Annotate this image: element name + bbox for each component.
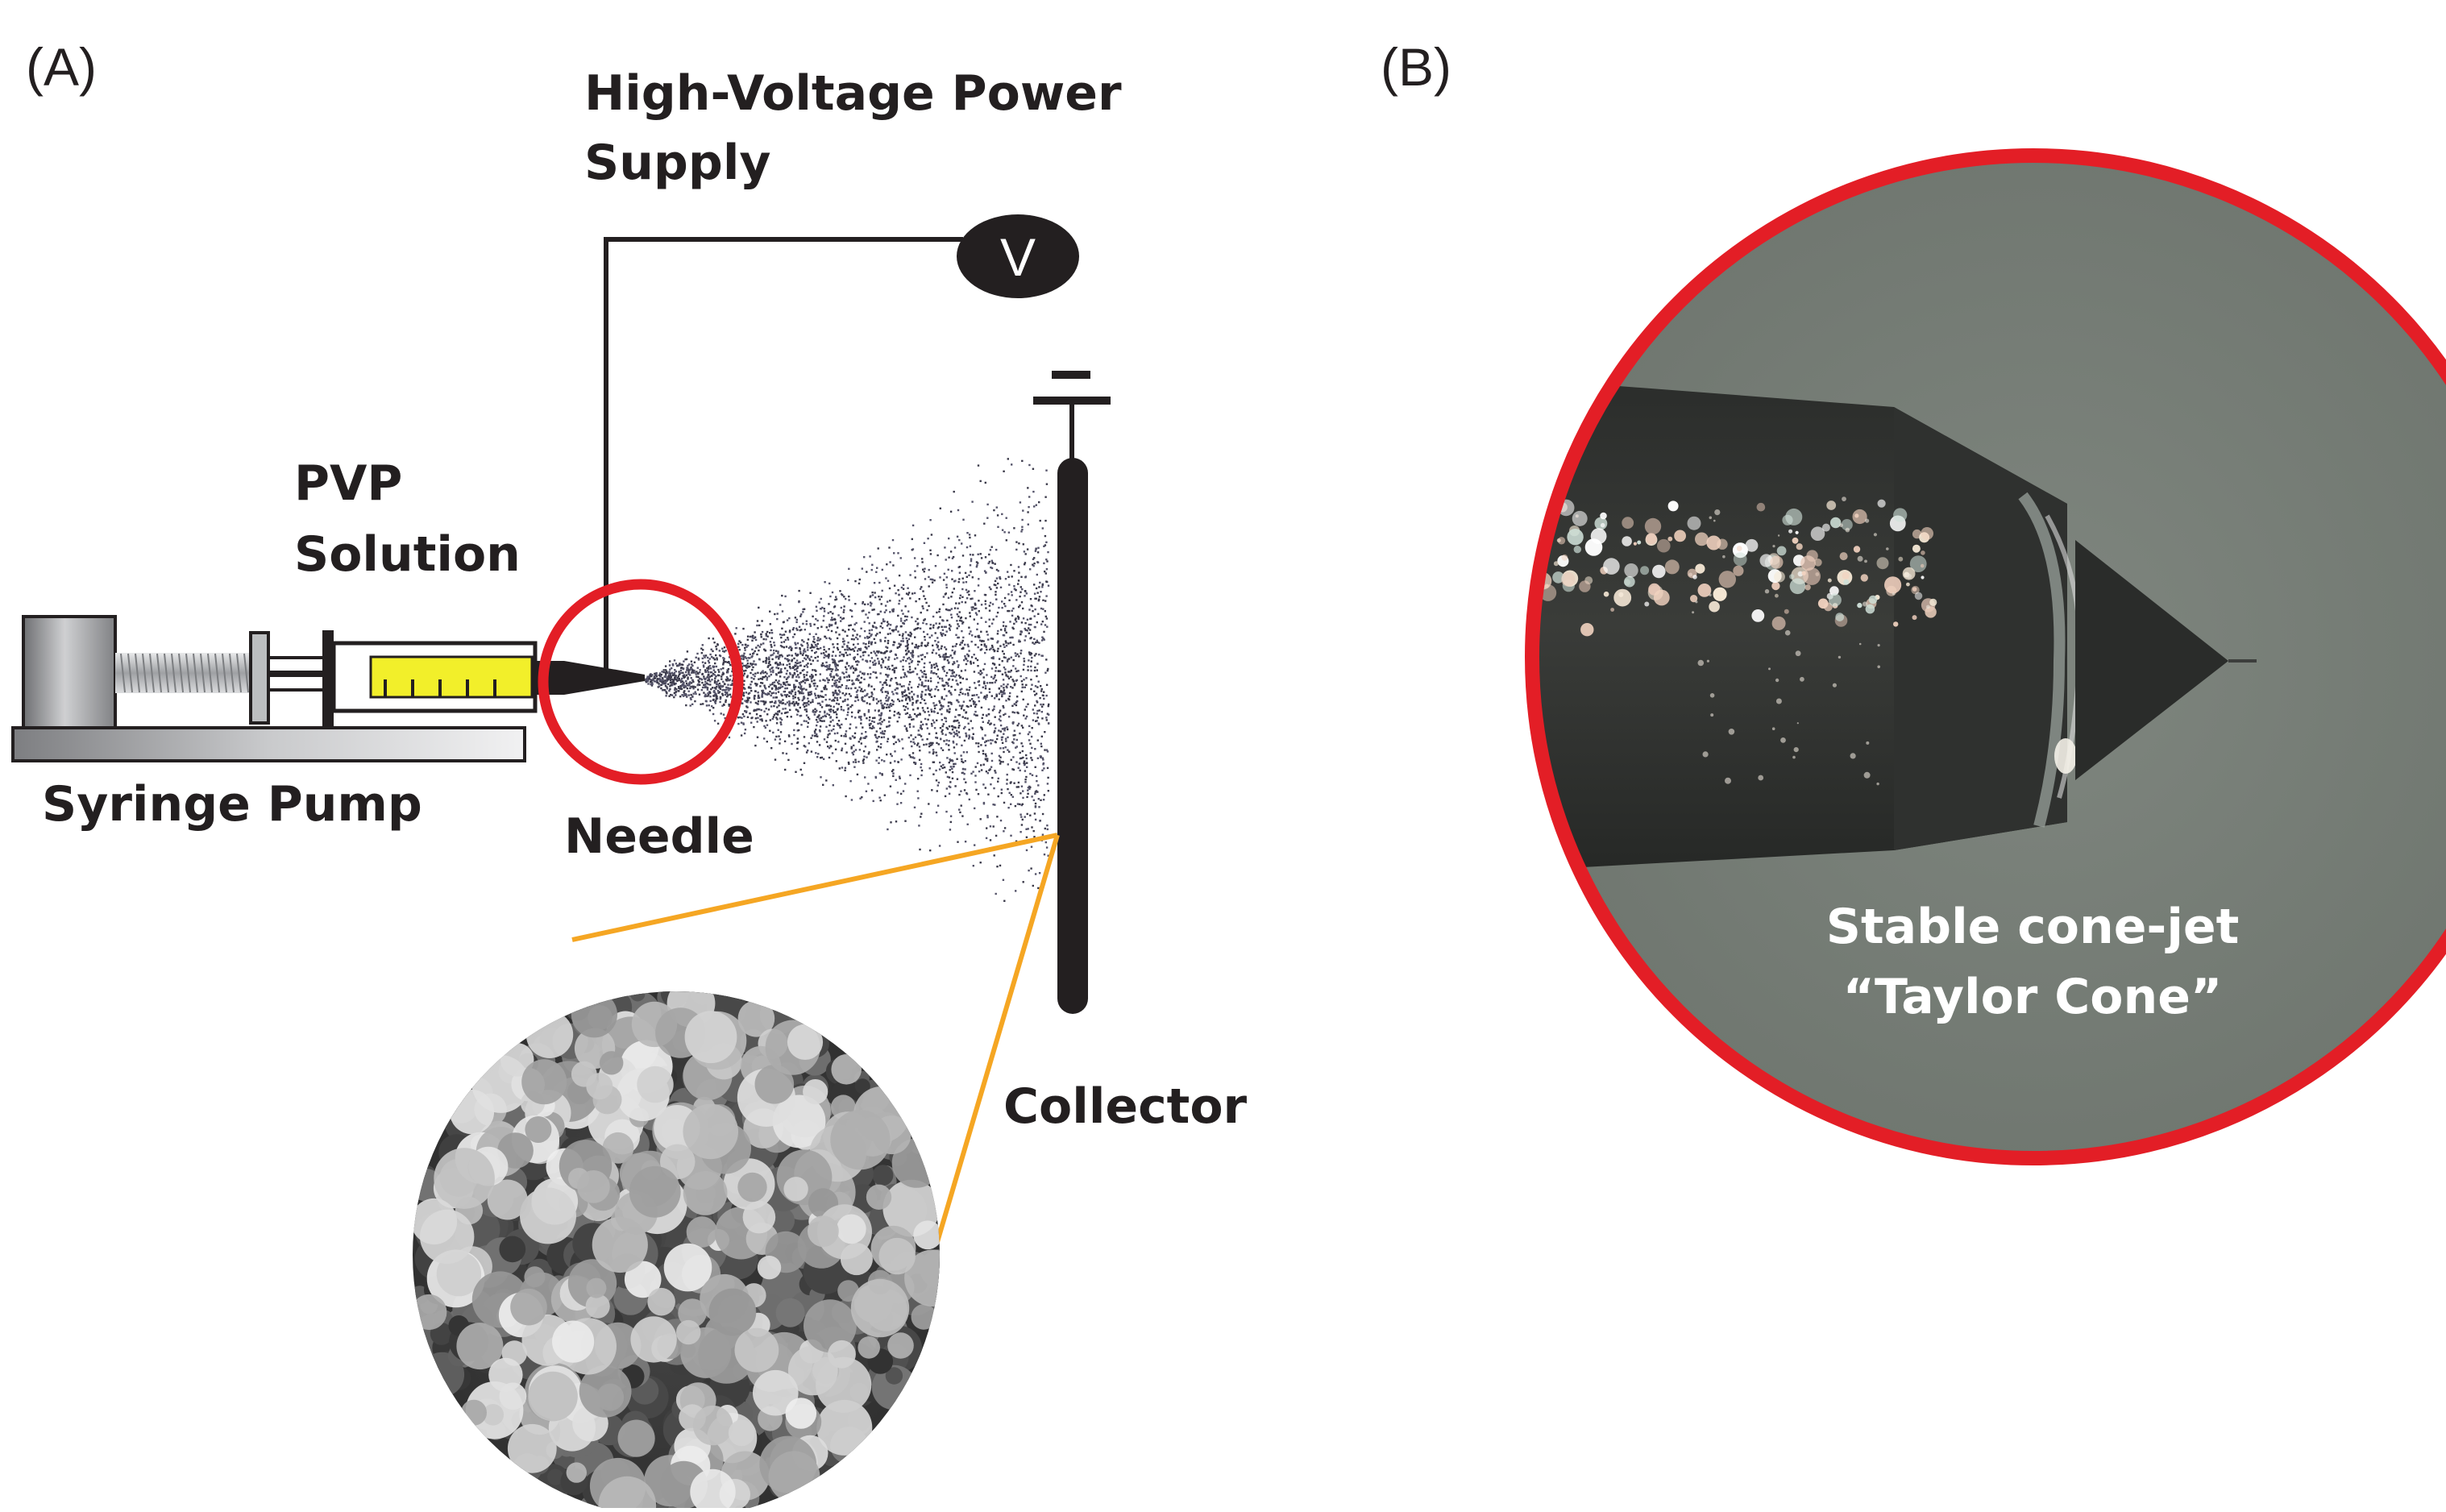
pvp-solution	[371, 657, 532, 697]
taylor-cone-caption-line2: “Taylor Cone”	[1843, 969, 2223, 1025]
power-supply-wire	[606, 239, 963, 679]
panel-a-label: (A)	[26, 37, 97, 97]
pump-motor-block	[23, 617, 115, 728]
syringe-pump-label: Syringe Pump	[42, 776, 422, 833]
pvp-solution-label-line1: PVP	[294, 455, 402, 512]
plunger-rod-bottom	[268, 675, 325, 690]
syringe-needle	[535, 661, 645, 695]
pvp-solution-label-line2: Solution	[294, 526, 521, 583]
pump-pusher-block	[251, 633, 268, 723]
power-supply-label-line2: Supply	[584, 135, 771, 191]
zoom-line-lower	[931, 835, 1057, 1264]
collector-label: Collector	[1003, 1078, 1248, 1135]
panel-b-label: (B)	[1381, 37, 1451, 97]
taylor-cone-caption-line1: Stable cone-jet	[1826, 899, 2240, 955]
collector-plate	[1057, 458, 1088, 1014]
pump-base	[13, 728, 525, 761]
voltmeter-letter: V	[1000, 227, 1036, 287]
plunger-rod-top	[268, 658, 325, 672]
sem-micrograph	[403, 979, 961, 1508]
power-supply-label-line1: High-Voltage Power	[584, 65, 1122, 122]
needle-label: Needle	[564, 808, 754, 865]
